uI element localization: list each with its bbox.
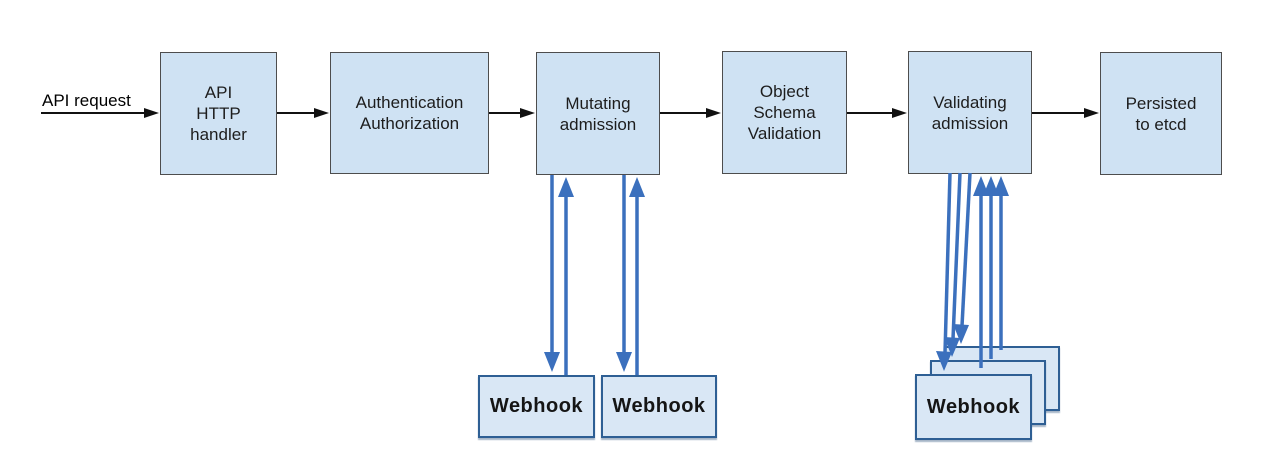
validating-webhook-response-arrow-1 (973, 176, 989, 368)
stage-box-authentication-authorization: Authentication Authorization (330, 52, 489, 174)
stage-label-line: Validating (933, 92, 1007, 112)
stage-box-persisted-to-etcd: Persisted to etcd (1100, 52, 1222, 175)
api-request-label: API request (42, 91, 131, 110)
connector-mutating-to-schema (660, 108, 721, 118)
validating-webhook-box: Webhook (915, 374, 1032, 440)
mutating-webhook-box-2: Webhook (601, 375, 717, 438)
validating-webhook-response-arrow-3 (993, 176, 1009, 350)
connector-handler-to-authn (277, 108, 329, 118)
stage-label-line: Authentication (355, 93, 464, 112)
stage-box-object-schema-validation: Object Schema Validation (722, 51, 847, 174)
validating-webhook-call-arrow-3 (953, 172, 972, 344)
mutating-webhook2-call-arrow (616, 175, 632, 372)
connector-authn-to-mutating (489, 108, 535, 118)
connector-schema-to-validating (847, 108, 907, 118)
stage-label-line: API (204, 83, 233, 102)
validating-webhook-call-arrow-2 (944, 172, 962, 357)
mutating-webhook1-call-arrow (544, 175, 560, 372)
validating-webhook-response-arrow-2 (983, 176, 999, 359)
stage-box-validating-admission: Validating admission (908, 51, 1032, 174)
stage-label-line: Object (759, 82, 810, 101)
stage-label-line: to etcd (1135, 114, 1187, 134)
stage-label-line: Validation (747, 124, 822, 143)
stage-box-api-http-handler: API HTTP handler (160, 52, 277, 175)
stage-label-line: Schema (753, 103, 816, 122)
stage-label-line: handler (190, 125, 247, 144)
stage-label-line: Mutating (565, 93, 631, 113)
stage-box-mutating-admission: Mutating admission (536, 52, 660, 175)
validating-webhook-call-arrow-1 (936, 172, 952, 371)
mutating-webhook1-response-arrow (558, 177, 574, 375)
stage-label-line: Authorization (359, 114, 460, 133)
stage-label-line: admission (559, 114, 637, 134)
mutating-webhook-box-1: Webhook (478, 375, 595, 438)
stage-label-line: admission (931, 113, 1009, 133)
stage-label-line: Persisted (1125, 93, 1197, 113)
connector-validating-to-etcd (1032, 108, 1099, 118)
stage-label-line: HTTP (196, 104, 241, 123)
mutating-webhook2-response-arrow (629, 177, 645, 375)
